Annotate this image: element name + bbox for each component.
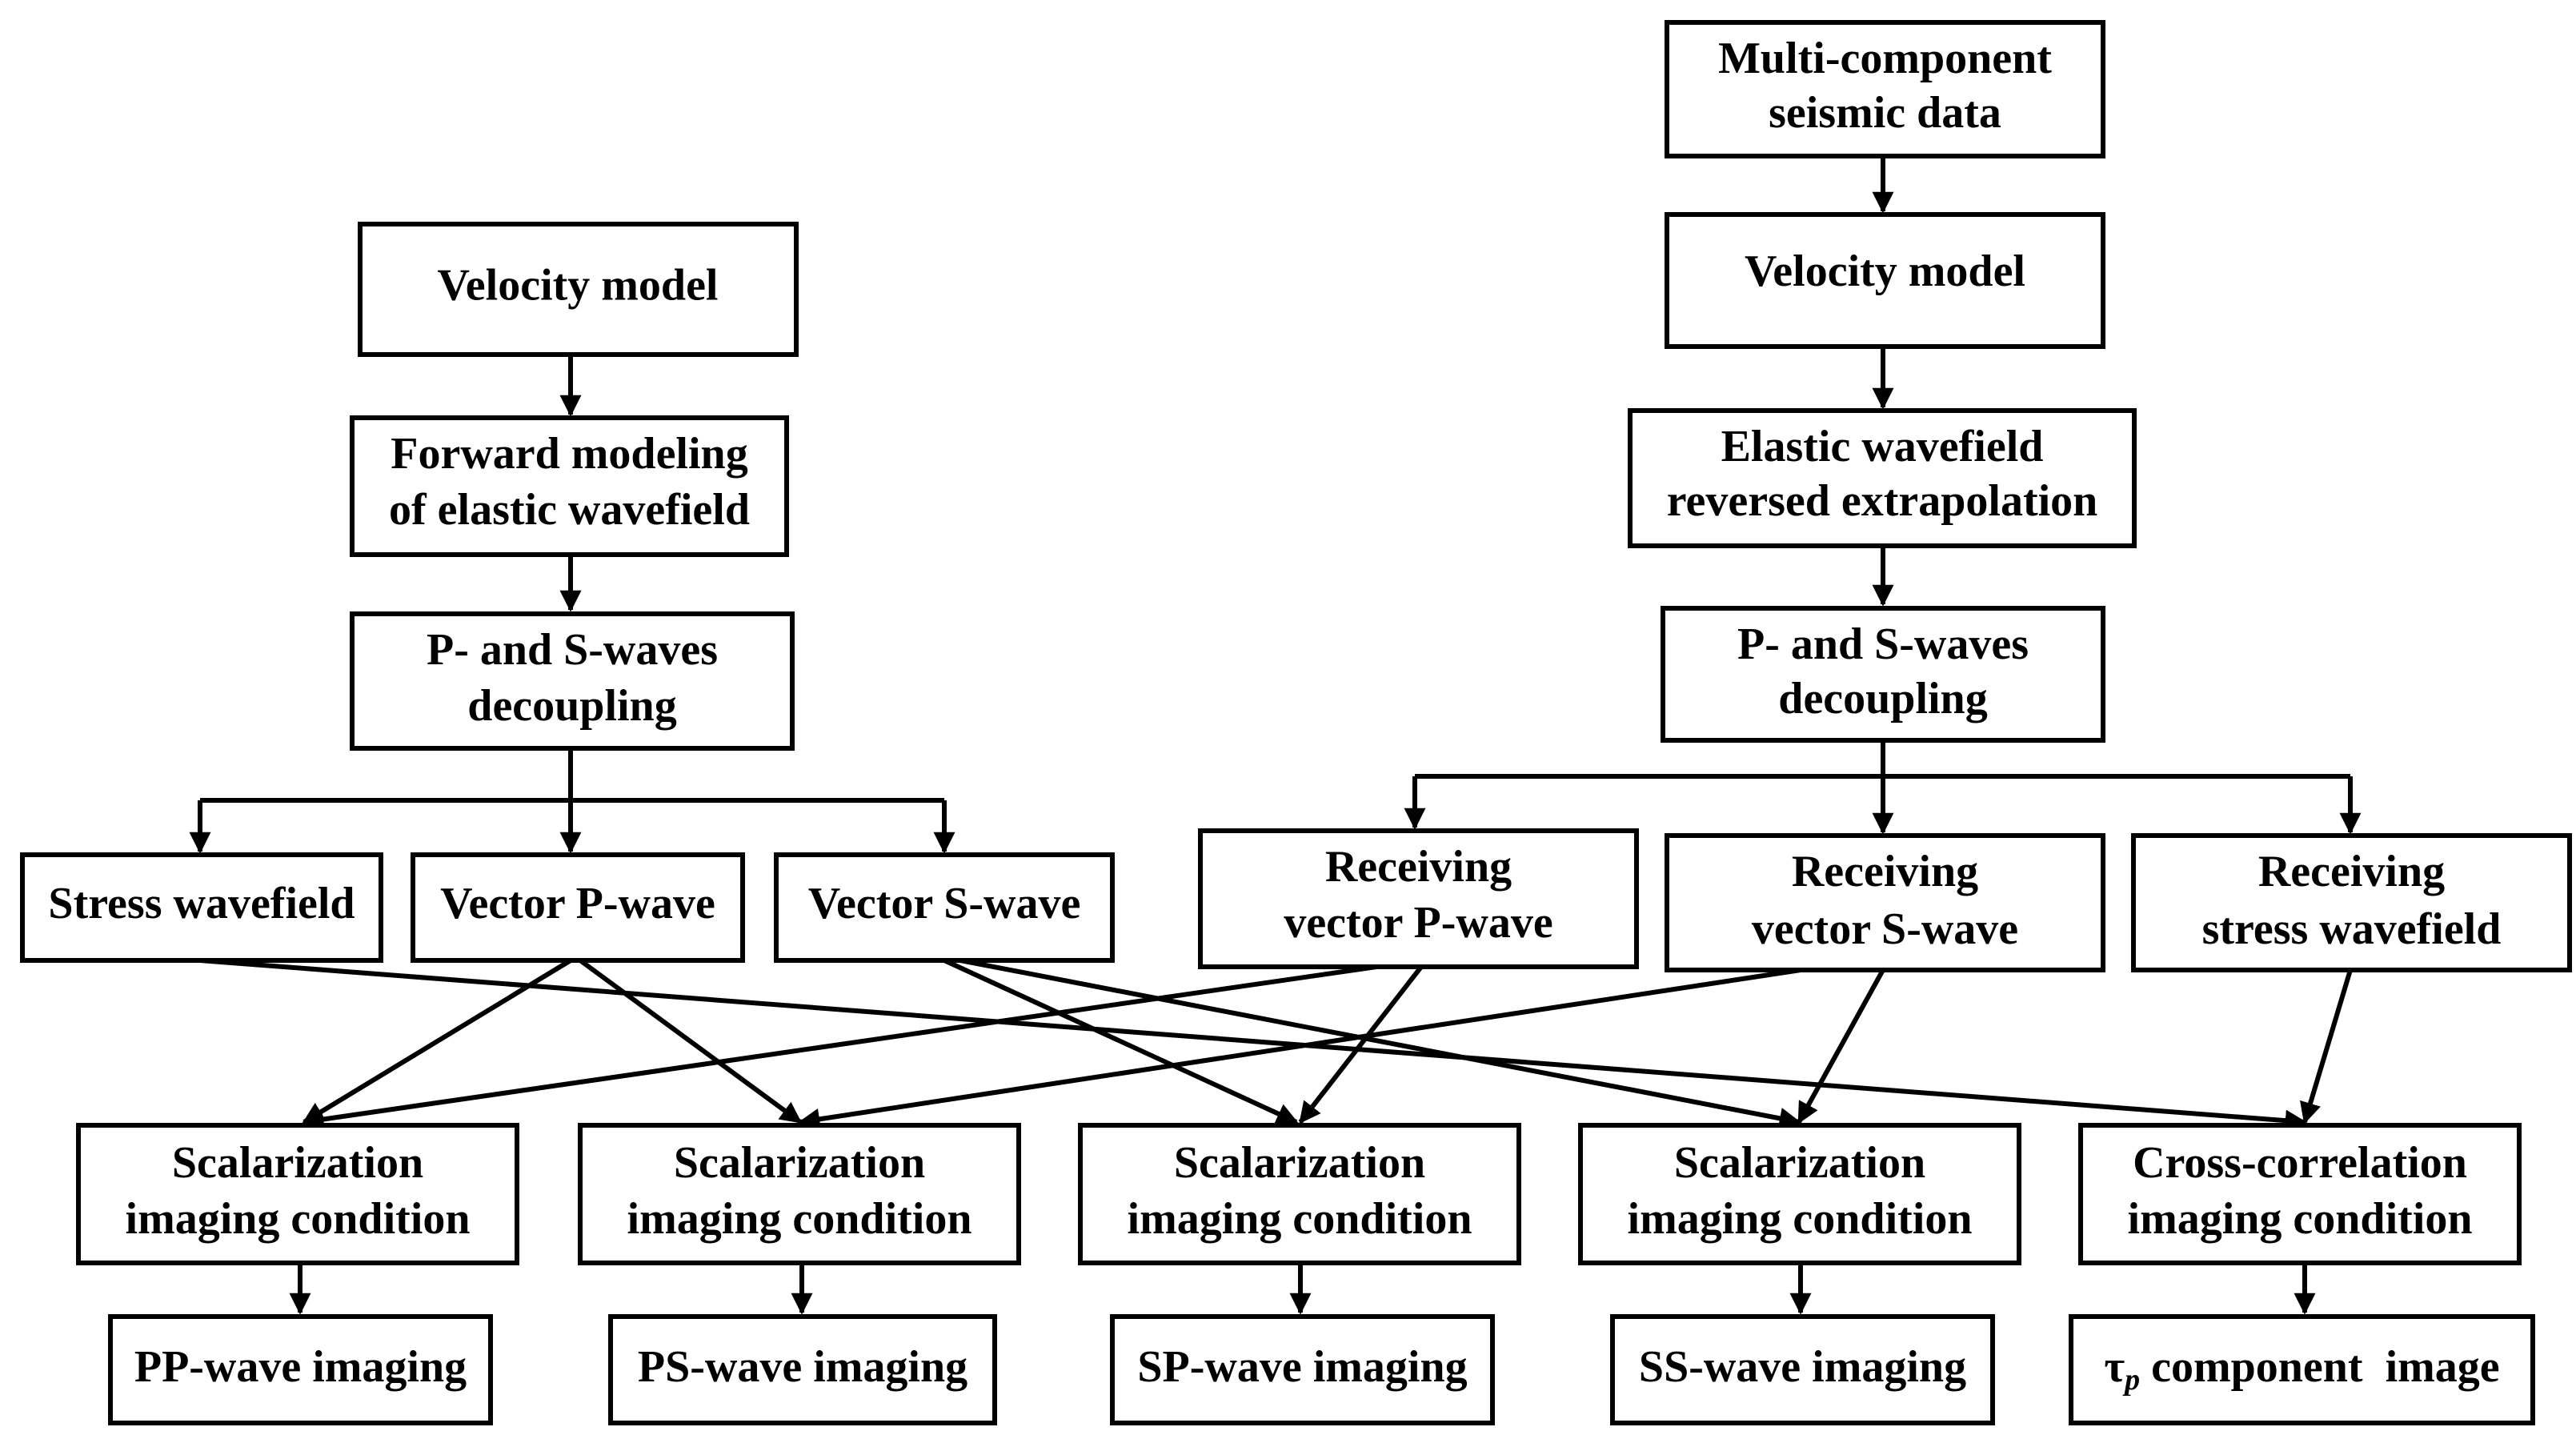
receiving-stress-wavefield-box: Receiving stress wavefield xyxy=(2131,833,2572,972)
box-label: P- and S-waves xyxy=(1737,619,2029,669)
box-label: PP-wave imaging xyxy=(134,1342,467,1392)
vector-p-wave-box: Vector P-wave xyxy=(411,852,745,963)
box-label: SS-wave imaging xyxy=(1639,1342,1966,1392)
box-label: SP-wave imaging xyxy=(1137,1342,1467,1392)
box-label: P- and S-waves xyxy=(427,625,718,675)
box-label-line-2: imaging condition xyxy=(627,1194,972,1244)
pp-wave-imaging-box: PP-wave imaging xyxy=(108,1314,493,1425)
box-label: Velocity model xyxy=(1745,247,2025,296)
arrow-vector-s-to-sp xyxy=(943,958,1299,1124)
arrow-stress-to-cc xyxy=(199,958,2307,1132)
pp-scalarization-condition-box: Scalarization imaging condition xyxy=(76,1123,519,1265)
cross-correlation-condition-box: Cross-correlation imaging condition xyxy=(2078,1123,2522,1265)
right-decoupling-box: P- and S-waves decoupling xyxy=(1661,606,2105,743)
arrow-rec-p-to-sp xyxy=(1298,965,1424,1124)
box-label-line-2: of elastic wavefield xyxy=(389,485,750,535)
box-label: Multi-component xyxy=(1718,34,2052,83)
right-velocity-model-box: Velocity model xyxy=(1665,212,2105,349)
box-label-line-2: decoupling xyxy=(467,681,676,731)
box-label-line-2: seismic data xyxy=(1769,88,2001,138)
box-label: Receiving xyxy=(1325,842,1512,892)
box-label: Vector S-wave xyxy=(808,879,1081,928)
box-label-line-2: vector P-wave xyxy=(1284,898,1552,948)
box-label-line-2: reversed extrapolation xyxy=(1667,476,2098,526)
box-label: Vector P-wave xyxy=(440,879,715,928)
sp-wave-imaging-box: SP-wave imaging xyxy=(1110,1314,1495,1425)
box-label-line-2: imaging condition xyxy=(1128,1194,1472,1244)
box-label-line-2: imaging condition xyxy=(126,1194,471,1244)
box-label: Velocity model xyxy=(438,260,719,310)
receiving-vector-p-wave-box: Receiving vector P-wave xyxy=(1198,828,1639,969)
arrow-rec-stress-to-cc xyxy=(2300,969,2353,1124)
vector-s-wave-box: Vector S-wave xyxy=(774,852,1115,963)
ss-wave-imaging-box: SS-wave imaging xyxy=(1610,1314,1995,1425)
box-label: Scalarization xyxy=(1674,1138,1925,1188)
box-label: Elastic wavefield xyxy=(1721,422,2044,471)
tau-symbol: τ xyxy=(2104,1342,2125,1392)
stress-wavefield-box: Stress wavefield xyxy=(20,852,383,963)
box-label-line-2: stress wavefield xyxy=(2202,904,2502,954)
arrow-rec-p-to-pp xyxy=(302,964,1377,1130)
box-label: τp component image xyxy=(2104,1342,2499,1397)
ps-scalarization-condition-box: Scalarization imaging condition xyxy=(578,1123,1021,1265)
box-label: PS-wave imaging xyxy=(638,1342,968,1392)
component-image-text: component image xyxy=(2140,1342,2500,1392)
box-label: Cross-correlation xyxy=(2133,1138,2467,1188)
ss-scalarization-condition-box: Scalarization imaging condition xyxy=(1578,1123,2021,1265)
box-label: Receiving xyxy=(2258,847,2445,896)
elastic-reversed-extrapolation-box: Elastic wavefield reversed extrapolation xyxy=(1628,408,2137,548)
box-label: Scalarization xyxy=(172,1138,423,1188)
arrow-vector-p-to-ps xyxy=(579,958,803,1124)
connectors xyxy=(189,156,2362,1315)
tau-subscript: p xyxy=(2122,1363,2140,1397)
multi-component-data-box: Multi-component seismic data xyxy=(1665,20,2105,158)
box-label-line-2: imaging condition xyxy=(1628,1194,1973,1244)
left-velocity-model-box: Velocity model xyxy=(358,222,799,357)
arrow-rec-s-to-ss xyxy=(1797,968,1885,1124)
box-label: Receiving xyxy=(1792,847,1978,896)
forward-modeling-box: Forward modeling of elastic wavefield xyxy=(350,415,789,557)
box-label-line-2: imaging condition xyxy=(2128,1194,2473,1244)
box-label: Scalarization xyxy=(674,1138,925,1188)
ps-wave-imaging-box: PS-wave imaging xyxy=(608,1314,997,1425)
tau-p-component-image-box: τp component image xyxy=(2069,1314,2535,1425)
box-label-line-2: decoupling xyxy=(1778,674,1987,724)
box-label: Stress wavefield xyxy=(48,879,355,928)
receiving-vector-s-wave-box: Receiving vector S-wave xyxy=(1665,833,2105,972)
box-label-line-2: vector S-wave xyxy=(1752,904,2018,954)
arrow-vector-s-to-ss xyxy=(959,958,1801,1129)
box-label: Scalarization xyxy=(1174,1138,1425,1188)
left-decoupling-box: P- and S-waves decoupling xyxy=(350,611,795,751)
sp-scalarization-condition-box: Scalarization imaging condition xyxy=(1078,1123,1521,1265)
box-label: Forward modeling xyxy=(391,429,747,479)
